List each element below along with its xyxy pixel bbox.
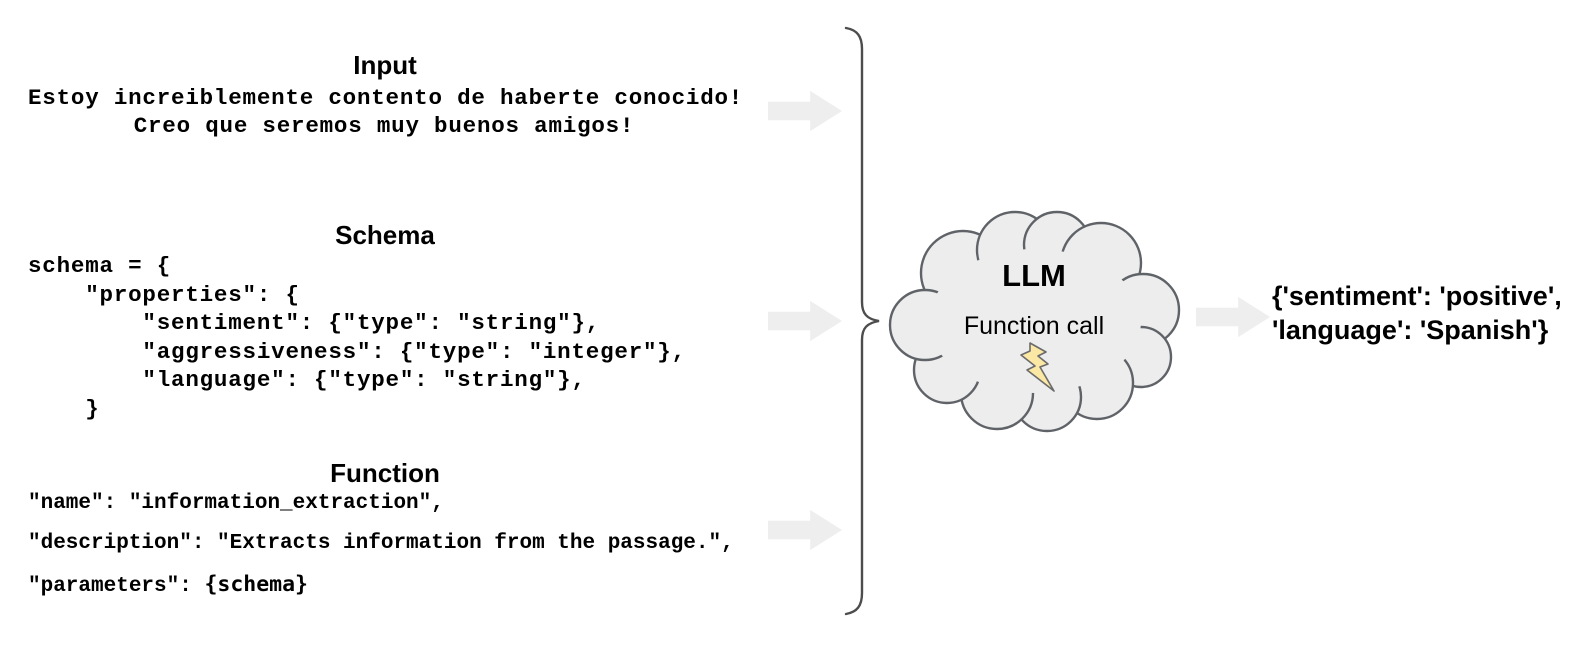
llm-subtitle: Function call	[963, 312, 1105, 340]
function-arrow-icon	[768, 509, 842, 551]
curly-brace	[844, 26, 880, 616]
function-name-line: "name": "information_extraction",	[28, 492, 444, 515]
llm-cloud	[888, 210, 1181, 433]
input-text: Estoy increiblemente contento de haberte…	[28, 85, 744, 139]
llm-title: LLM	[1002, 258, 1066, 293]
schema-arrow-icon	[768, 300, 842, 342]
schema-title: Schema	[335, 220, 435, 250]
schema-reference: {schema}	[204, 572, 308, 597]
output-arrow-icon	[1196, 296, 1270, 338]
schema-code: schema = { "properties": { "sentiment": …	[28, 253, 686, 422]
output-text: {'sentiment': 'positive', 'language': 'S…	[1272, 281, 1562, 345]
function-parameters-line: "parameters": {schema}	[28, 572, 308, 598]
function-description-line: "description": "Extracts information fro…	[28, 532, 734, 555]
input-title: Input	[353, 50, 417, 80]
lightning-bolt-icon	[1020, 342, 1055, 392]
function-title: Function	[330, 458, 440, 488]
input-arrow-icon	[768, 90, 842, 132]
function-parameters-prefix: "parameters":	[28, 575, 205, 598]
